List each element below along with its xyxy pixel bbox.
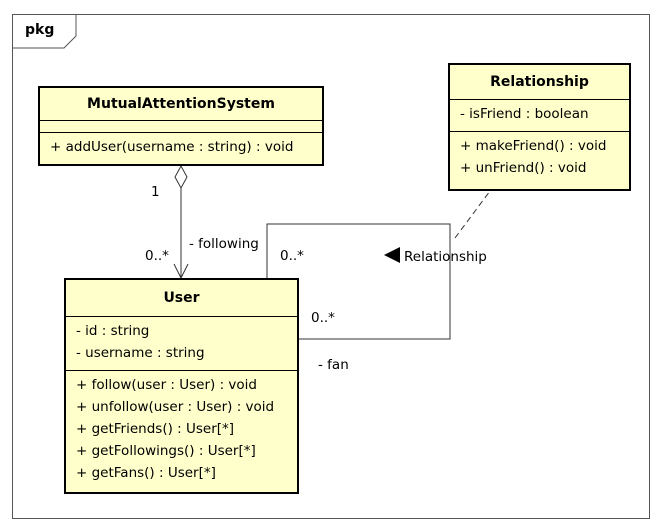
operation-add-user: + addUser(username : string) : void	[50, 139, 294, 155]
operations-section: + addUser(username : string) : void	[40, 132, 322, 158]
operation-un-friend: + unFriend() : void	[460, 160, 587, 176]
operation-get-friends: + getFriends() : User[*]	[76, 421, 235, 437]
operations-section: + follow(user : User) : void + unfollow(…	[66, 370, 297, 484]
operation-make-friend: + makeFriend() : void	[460, 138, 607, 154]
self-multiplicity-top: 0..*	[280, 248, 304, 264]
self-role-fan: - fan	[318, 357, 349, 373]
operation-get-followings: + getFollowings() : User[*]	[76, 443, 256, 459]
reading-direction-triangle-icon	[384, 247, 400, 263]
class-relationship[interactable]: Relationship - isFriend : boolean + make…	[448, 63, 631, 191]
aggregation-source-multiplicity: 1	[151, 184, 160, 200]
package-label: pkg	[25, 22, 55, 38]
operation-unfollow: + unfollow(user : User) : void	[76, 399, 275, 415]
attribute-id: - id : string	[76, 323, 150, 339]
operations-section: + makeFriend() : void + unFriend() : voi…	[450, 131, 629, 179]
self-association-line	[266, 223, 451, 340]
attribute-username: - username : string	[76, 345, 205, 361]
association-name-relationship: Relationship	[404, 249, 487, 265]
class-name: MutualAttentionSystem	[87, 96, 275, 112]
operation-get-fans: + getFans() : User[*]	[76, 465, 216, 481]
attributes-section: - isFriend : boolean	[450, 99, 629, 131]
class-name: Relationship	[490, 74, 589, 90]
aggregation-diamond-icon	[174, 164, 188, 190]
package-frame	[12, 14, 650, 519]
aggregation-target-multiplicity: 0..*	[145, 248, 169, 264]
operation-follow: + follow(user : User) : void	[76, 377, 257, 393]
attributes-section: - id : string - username : string	[66, 316, 297, 370]
class-name: User	[163, 290, 200, 306]
aggregation-role-following: - following	[189, 236, 259, 252]
self-multiplicity-bottom: 0..*	[311, 310, 335, 326]
package-tab-outline	[12, 14, 77, 49]
class-user[interactable]: User - id : string - username : string +…	[64, 278, 299, 494]
attributes-section	[40, 120, 322, 132]
attribute-is-friend: - isFriend : boolean	[460, 106, 589, 122]
class-mutual-attention-system[interactable]: MutualAttentionSystem + addUser(username…	[38, 86, 324, 166]
